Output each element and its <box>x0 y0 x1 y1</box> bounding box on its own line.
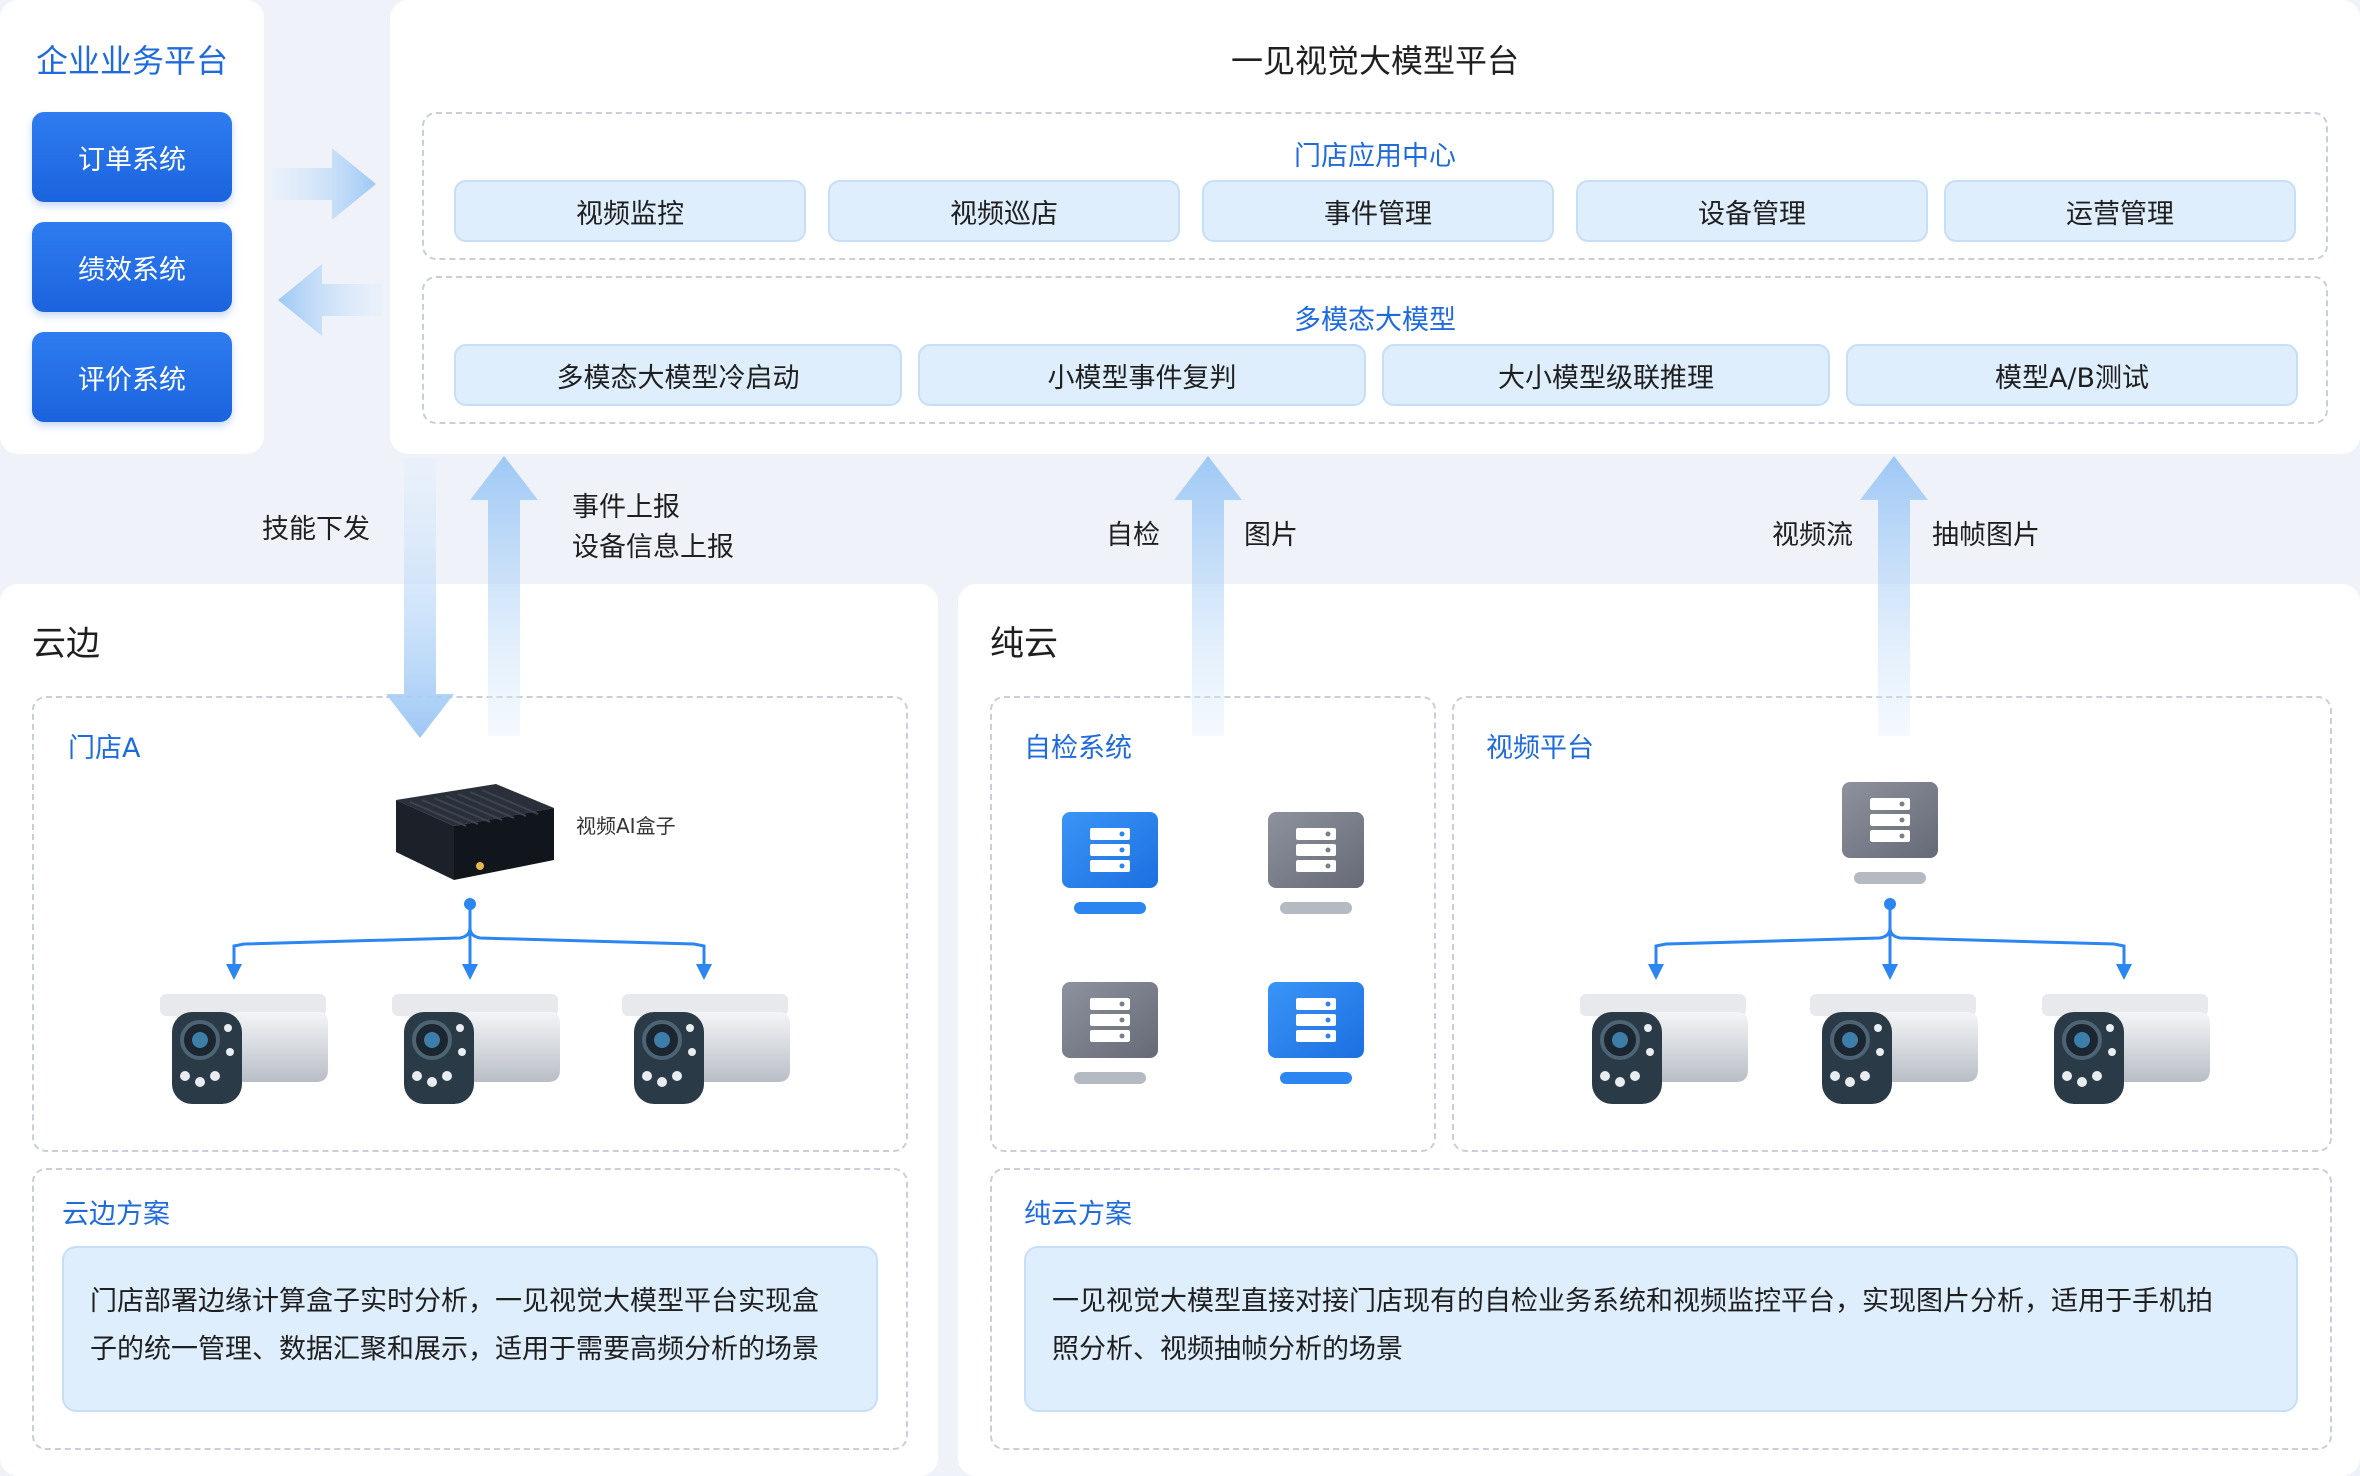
edge-connector-lines <box>226 898 712 980</box>
pure-cloud-desc-line-2: 照分析、视频抽帧分析的场景 <box>1052 1334 1403 1365</box>
camera-icon <box>2040 992 2212 1106</box>
arrow-left-icon <box>278 264 382 336</box>
store-app-center: 门店应用中心 视频监控 视频巡店 事件管理 设备管理 运营管理 <box>422 112 2328 260</box>
pure-cloud-desc-line-1: 一见视觉大模型直接对接门店现有的自检业务系统和视频监控平台，实现图片分析，适用于… <box>1052 1286 2213 1317</box>
order-system-button[interactable]: 订单系统 <box>32 112 232 202</box>
chip-video-patrol[interactable]: 视频巡店 <box>828 180 1180 242</box>
arrow-right-icon <box>272 148 376 220</box>
self-check-system-title: 自检系统 <box>1024 733 1132 764</box>
performance-system-button[interactable]: 绩效系统 <box>32 222 232 312</box>
cloud-edge-desc-line-2: 子的统一管理、数据汇聚和展示，适用于需要高频分析的场景 <box>90 1334 819 1365</box>
arrow-down-icon <box>386 458 454 738</box>
cloud-edge-solution-title: 云边方案 <box>62 1199 170 1230</box>
flow-label-device-report: 设备信息上报 <box>572 532 734 563</box>
chip-operations-management[interactable]: 运营管理 <box>1944 180 2296 242</box>
video-ai-box-icon <box>396 784 554 880</box>
flow-label-skill-down: 技能下发 <box>262 514 370 545</box>
pure-cloud-panel: 纯云 自检系统 视频平台 纯云方案 一见视觉大模型直接对接门店现有的自检业务系统… <box>958 584 2360 1476</box>
pure-cloud-solution-title: 纯云方案 <box>1024 1199 1132 1230</box>
chip-cascade-inference[interactable]: 大小模型级联推理 <box>1382 344 1830 406</box>
cloud-edge-solution-desc: 门店部署边缘计算盒子实时分析，一见视觉大模型平台实现盒 子的统一管理、数据汇聚和… <box>62 1246 878 1412</box>
camera-icon <box>1578 992 1750 1106</box>
arrow-up-icon <box>470 456 538 736</box>
multimodal-model: 多模态大模型 多模态大模型冷启动 小模型事件复判 大小模型级联推理 模型A/B测… <box>422 276 2328 424</box>
cloud-edge-desc-line-1: 门店部署边缘计算盒子实时分析，一见视觉大模型平台实现盒 <box>90 1286 819 1317</box>
store-a-box: 门店A <box>32 696 908 1152</box>
enterprise-panel: 企业业务平台 订单系统 绩效系统 评价系统 <box>0 0 264 454</box>
chip-event-review[interactable]: 小模型事件复判 <box>918 344 1366 406</box>
chip-device-management[interactable]: 设备管理 <box>1576 180 1928 242</box>
store-a-title: 门店A <box>68 733 141 764</box>
chip-event-management[interactable]: 事件管理 <box>1202 180 1554 242</box>
platform-title: 一见视觉大模型平台 <box>1230 42 1519 80</box>
cloud-edge-title: 云边 <box>32 624 100 664</box>
flow-label-event-report: 事件上报 <box>572 492 680 523</box>
platform-panel: 一见视觉大模型平台 门店应用中心 视频监控 视频巡店 事件管理 设备管理 运营管… <box>390 0 2360 454</box>
cloud-edge-solution-box: 云边方案 门店部署边缘计算盒子实时分析，一见视觉大模型平台实现盒 子的统一管理、… <box>32 1168 908 1450</box>
pure-cloud-solution-desc: 一见视觉大模型直接对接门店现有的自检业务系统和视频监控平台，实现图片分析，适用于… <box>1024 1246 2298 1412</box>
cloud-connector-lines <box>1648 898 2132 980</box>
enterprise-title: 企业业务平台 <box>35 42 228 80</box>
review-system-button[interactable]: 评价系统 <box>32 332 232 422</box>
chip-ab-test[interactable]: 模型A/B测试 <box>1846 344 2298 406</box>
flow-label-self-check: 自检 <box>1106 520 1160 551</box>
flow-label-video-stream: 视频流 <box>1772 520 1853 551</box>
store-app-center-title: 门店应用中心 <box>1294 141 1456 172</box>
chip-cold-start[interactable]: 多模态大模型冷启动 <box>454 344 902 406</box>
flow-label-image: 图片 <box>1244 520 1298 551</box>
arrow-up-icon <box>1174 456 1242 736</box>
flow-label-frame-image: 抽帧图片 <box>1932 520 2040 551</box>
camera-icon <box>1808 992 1980 1106</box>
multimodal-model-title: 多模态大模型 <box>1294 305 1456 336</box>
video-platform-title: 视频平台 <box>1486 733 1594 764</box>
pure-cloud-title: 纯云 <box>990 624 1058 664</box>
chip-video-monitor[interactable]: 视频监控 <box>454 180 806 242</box>
video-ai-box-label: 视频AI盒子 <box>576 814 676 838</box>
pure-cloud-solution-box: 纯云方案 一见视觉大模型直接对接门店现有的自检业务系统和视频监控平台，实现图片分… <box>990 1168 2332 1450</box>
arrow-up-icon <box>1860 456 1928 736</box>
